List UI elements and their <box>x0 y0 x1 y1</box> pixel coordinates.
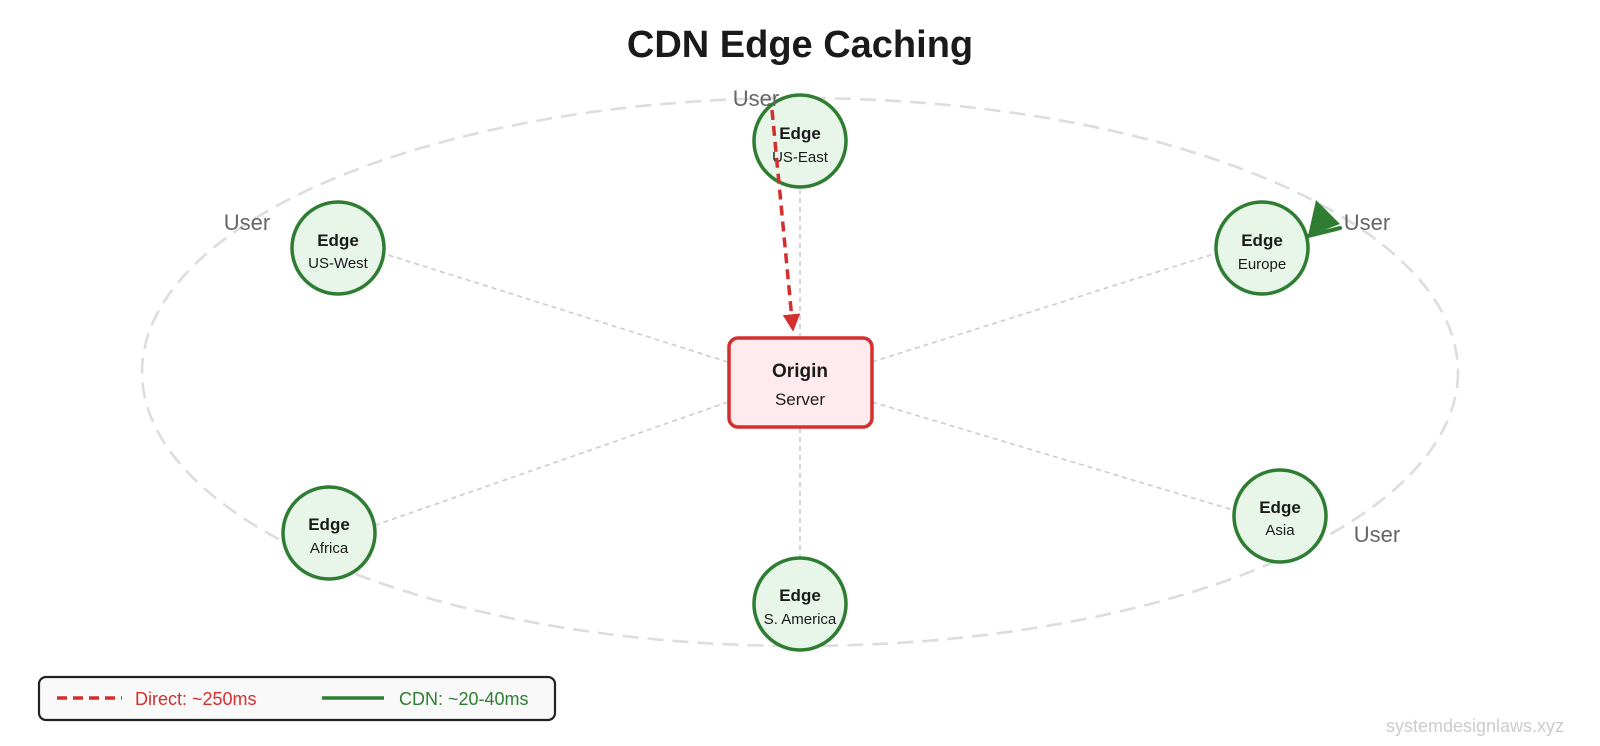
user-label-asia: User <box>1354 522 1400 547</box>
edge-circle <box>290 200 386 296</box>
cdn-response-arrow <box>1306 200 1342 238</box>
origin-name: Origin <box>772 361 828 382</box>
edge-circle <box>752 556 848 652</box>
legend-box <box>37 675 557 722</box>
legend-direct-label: Direct: ~250ms <box>135 689 257 709</box>
edge-name: Edge <box>779 124 821 143</box>
spokes <box>375 190 1234 556</box>
edge-region: US-West <box>308 255 369 272</box>
edge-name: Edge <box>308 515 350 534</box>
origin-server: Origin Server <box>727 336 874 429</box>
spoke-us-west <box>384 253 729 363</box>
edge-node-asia: Edge Asia <box>1232 468 1328 564</box>
cdn-arrow-shaft <box>1306 226 1342 238</box>
edge-node-us-west: Edge US-West <box>290 200 386 296</box>
user-label-west: User <box>224 210 270 235</box>
edge-name: Edge <box>1259 498 1301 517</box>
edge-circle <box>1232 468 1328 564</box>
edge-name: Edge <box>779 586 821 605</box>
legend: Direct: ~250ms CDN: ~20-40ms <box>37 675 557 722</box>
edge-circle <box>281 485 377 581</box>
spoke-europe <box>871 253 1215 363</box>
edge-region: S. America <box>764 611 837 628</box>
spoke-asia <box>871 401 1234 511</box>
origin-subtitle: Server <box>775 390 825 409</box>
edge-circle <box>1214 200 1310 296</box>
edge-region: US-East <box>772 149 829 166</box>
edge-name: Edge <box>317 231 359 250</box>
diagram-title: CDN Edge Caching <box>627 24 973 66</box>
origin-box <box>727 336 874 429</box>
direct-request-arrow <box>770 109 801 332</box>
cdn-arrowhead <box>1308 200 1340 236</box>
spoke-africa <box>375 401 729 526</box>
edge-region: Europe <box>1238 256 1286 273</box>
edge-region: Asia <box>1265 522 1295 539</box>
edge-node-s-america: Edge S. America <box>752 556 848 652</box>
edge-name: Edge <box>1241 231 1283 250</box>
edge-region: Africa <box>310 540 349 557</box>
user-label-top: User <box>733 86 779 111</box>
edge-node-africa: Edge Africa <box>281 485 377 581</box>
legend-cdn-label: CDN: ~20-40ms <box>399 689 529 709</box>
user-label-europe: User <box>1344 210 1390 235</box>
edge-node-europe: Edge Europe <box>1214 200 1310 296</box>
watermark: systemdesignlaws.xyz <box>1386 716 1564 736</box>
